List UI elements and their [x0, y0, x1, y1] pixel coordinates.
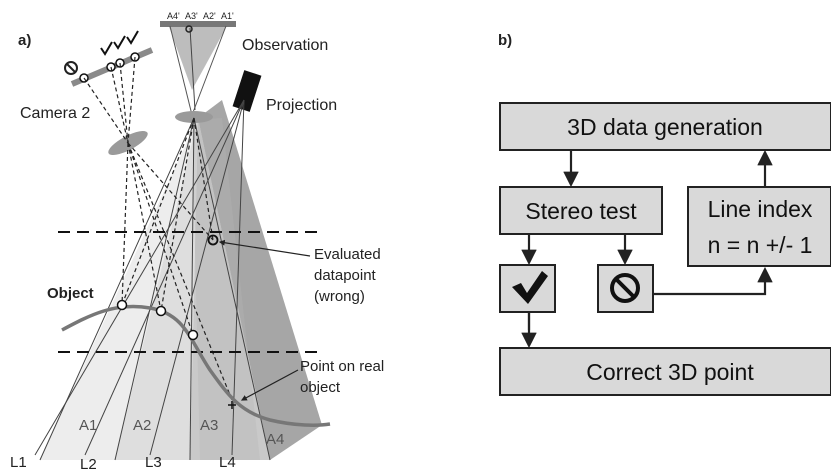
area-a1: [40, 118, 198, 460]
arrow-prohibited-to-line-index: [654, 266, 773, 296]
sensor-label-a2: A2': [203, 11, 216, 21]
area-label-a2: A2: [133, 417, 151, 434]
point-real-label-2: object: [300, 379, 341, 396]
camera2-label: Camera 2: [20, 105, 90, 122]
line-label-l3: L3: [145, 454, 162, 471]
line-label-l4: L4: [219, 454, 236, 471]
gen-text: 3D data generation: [567, 114, 763, 140]
correct-text: Correct 3D point: [586, 359, 754, 385]
check-mark-icons: [100, 30, 139, 56]
box-3d-data-generation: 3D data generation: [499, 102, 831, 151]
sensor-label-a4: A4': [167, 11, 180, 21]
check-mark-icon: [512, 271, 548, 304]
observation-cone: [168, 24, 228, 90]
box-line-index: Line index n = n +/- 1: [687, 186, 831, 267]
sensor-label-a3: A3': [185, 11, 198, 21]
intersection-markers: [116, 299, 199, 341]
sensor-label-a1: A1': [221, 11, 234, 21]
line-index-text-2: n = n +/- 1: [708, 232, 813, 258]
evaluated-label-1: Evaluated: [314, 246, 381, 263]
projection-label: Projection: [266, 97, 337, 114]
panel-a-label: a): [18, 32, 31, 49]
evaluated-label-2: datapoint: [314, 267, 377, 284]
panel-b-label: b): [498, 32, 512, 49]
box-correct-3d-point: Correct 3D point: [499, 347, 831, 396]
point-real-label-1: Point on real: [300, 358, 384, 375]
flow-arrows: [521, 149, 773, 349]
observation-lens-icon: [175, 111, 213, 123]
camera-rays: [83, 56, 233, 401]
check-mark-icon: [100, 41, 113, 56]
prohibited-icon: [64, 61, 78, 75]
box-check: [499, 264, 556, 313]
area-a3: [190, 118, 270, 460]
real-point-arrow: [240, 369, 299, 401]
sensor-labels: A4' A3' A2' A1': [167, 11, 234, 21]
box-stereo-test: Stereo test: [499, 186, 663, 235]
line-label-l2: L2: [80, 456, 97, 472]
evaluated-label-3: (wrong): [314, 288, 365, 305]
object-label: Object: [47, 285, 94, 302]
area-a4: [198, 100, 322, 460]
line-index-text-1: Line index: [708, 196, 813, 222]
observation-cone-lower: [192, 118, 260, 460]
check-mark-icon: [126, 30, 139, 45]
panel-b: b) 3D data generation Stereo test Line i…: [498, 32, 831, 396]
area-label-a1: A1: [79, 417, 97, 434]
area-label-a3: A3: [200, 417, 218, 434]
observation-point-icon: [185, 25, 193, 33]
observation-label: Observation: [242, 37, 328, 54]
evaluated-datapoint-marker: [207, 234, 219, 246]
projection-lines: [34, 99, 271, 461]
check-mark-icon: [113, 35, 126, 50]
prohibited-icon: [610, 273, 640, 303]
box-prohibited: [597, 264, 654, 313]
projector-icon: [232, 70, 262, 112]
panel-a: a) Camera 2 Observation Projection A4' A…: [10, 11, 384, 472]
stereo-text: Stereo test: [525, 198, 637, 224]
line-label-l1: L1: [10, 454, 27, 471]
area-label-a4: A4: [266, 431, 284, 448]
evaluated-arrow: [218, 239, 311, 257]
